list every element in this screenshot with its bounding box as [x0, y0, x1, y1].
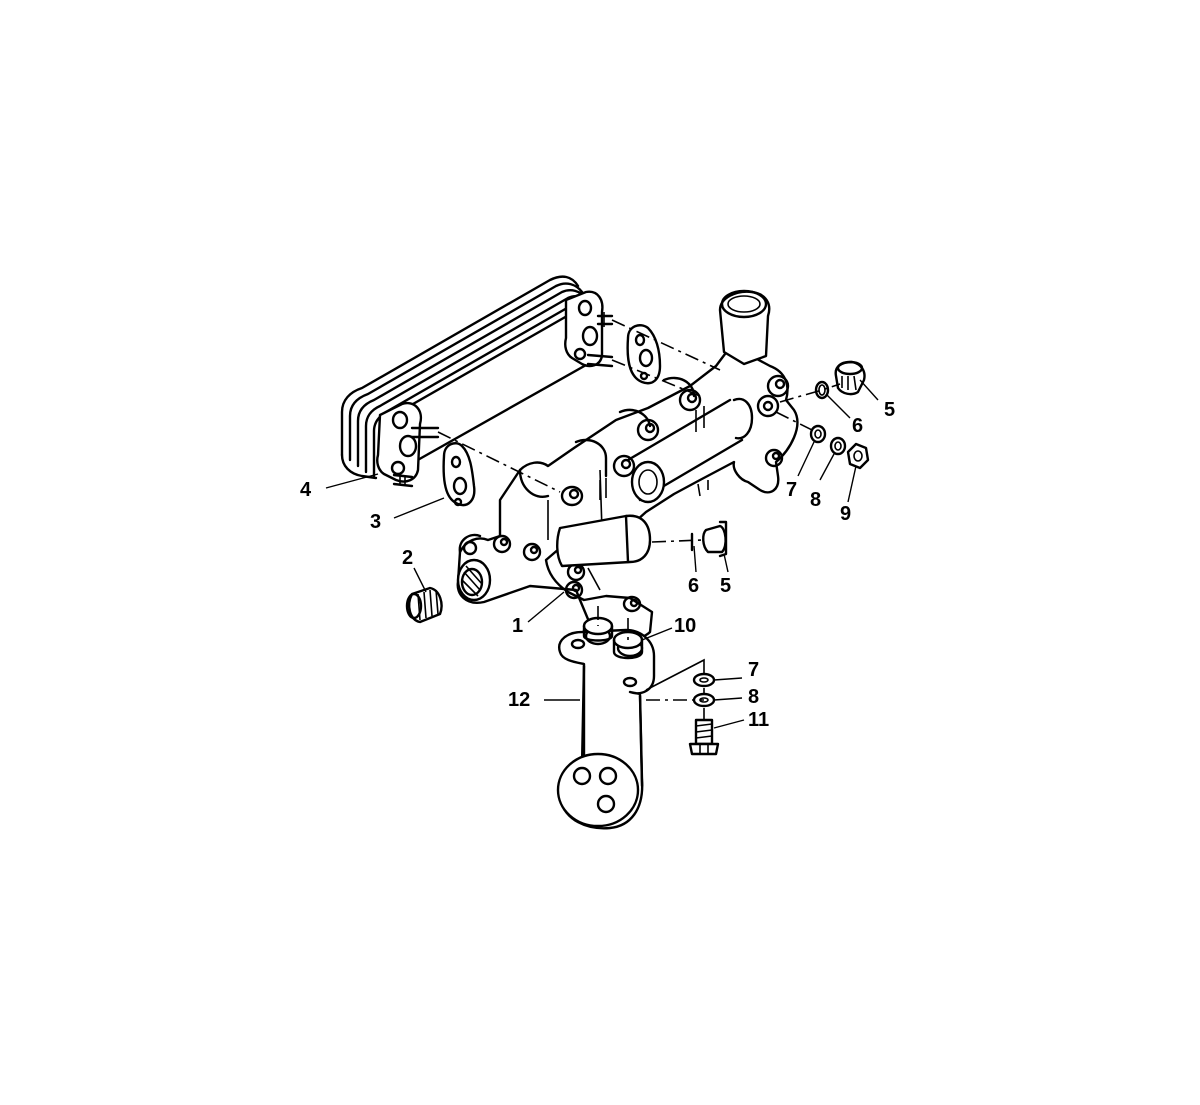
callout-3: 3	[370, 511, 381, 533]
callout-6-lower: 6	[688, 575, 699, 597]
assembly-lines	[437, 319, 841, 720]
bolt	[688, 718, 720, 756]
callout-2: 2	[402, 547, 413, 569]
callout-11: 11	[748, 709, 769, 731]
callout-labels: 4 3 2 1 5 6 7 8 9 6 5 10 7 8 11 12	[300, 399, 895, 731]
plug-upper	[834, 360, 866, 396]
gasket-rear	[626, 324, 662, 385]
seal-ring-upper	[814, 380, 830, 400]
callout-9: 9	[840, 503, 851, 525]
oil-cooler-housing	[456, 289, 799, 640]
callout-7-lower: 7	[748, 659, 759, 681]
callout-4: 4	[300, 479, 312, 501]
washer-lower	[692, 672, 716, 688]
callout-5-upper: 5	[884, 399, 895, 421]
threaded-insert	[405, 586, 443, 624]
oil-cooler-core	[340, 275, 614, 488]
plug-lower	[702, 520, 728, 558]
callout-8-lower: 8	[748, 686, 759, 708]
callout-5-lower: 5	[720, 575, 731, 597]
gasket-front	[442, 442, 476, 507]
callout-12: 12	[508, 689, 530, 711]
callout-7-upper: 7	[786, 479, 797, 501]
callout-10: 10	[674, 615, 696, 637]
nut-right	[846, 442, 870, 470]
washer-right	[809, 424, 827, 444]
callout-1: 1	[512, 615, 523, 637]
callout-6-upper: 6	[852, 415, 863, 437]
suction-pipe	[556, 626, 656, 830]
leader-lines	[325, 379, 879, 729]
lock-washer-right	[829, 436, 847, 456]
callout-8-upper: 8	[810, 489, 821, 511]
